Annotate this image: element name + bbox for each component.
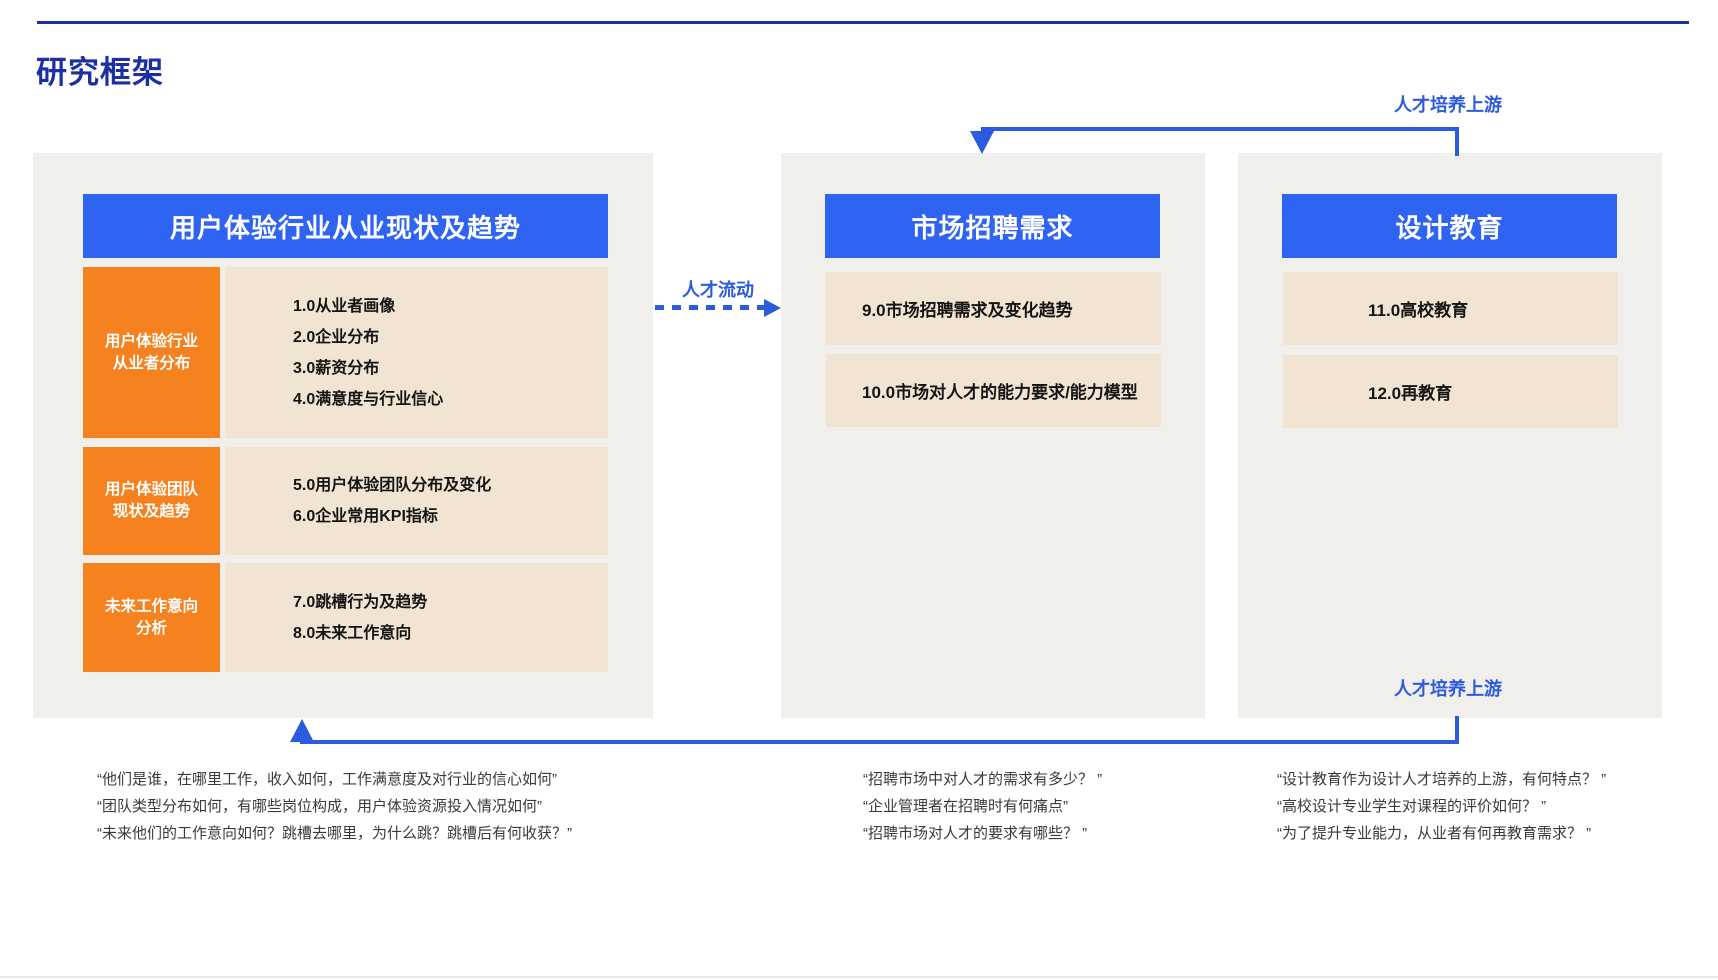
- panel-header-design-education: 设计教育: [1282, 194, 1617, 258]
- quote-line: “招聘市场中对人才的需求有多少？ ”: [863, 771, 1103, 788]
- category-label-line2: 从业者分布: [112, 354, 191, 372]
- list-item: 12.0再教育: [1283, 355, 1618, 428]
- left-row-future-intent: 未来工作意向 分析 7.0跳槽行为及趋势 8.0未来工作意向: [83, 563, 608, 672]
- talent-flow-arrowhead-icon: [764, 299, 781, 317]
- category-label-line2: 现状及趋势: [112, 503, 191, 520]
- list-item: 1.0从业者画像: [293, 297, 396, 315]
- list-item: 11.0高校教育: [1283, 272, 1618, 345]
- bottom-arrowhead-icon: [290, 719, 314, 742]
- page-title: 研究框架: [36, 55, 164, 90]
- list-item: 10.0市场对人才的能力要求/能力模型: [826, 354, 1161, 427]
- row-items: 1.0从业者画像 2.0企业分布 3.0薪资分布 4.0满意度与行业信心: [225, 267, 608, 438]
- quote-line: “招聘市场对人才的要求有哪些？ ”: [863, 825, 1088, 842]
- quote-line: “为了提升专业能力，从业者有何再教育需求？ ”: [1277, 825, 1592, 842]
- middle-panel-quotes: “招聘市场中对人才的需求有多少？ ” “企业管理者在招聘时有何痛点” “招聘市场…: [863, 766, 1102, 847]
- panel-market-recruitment: 市场招聘需求 9.0市场招聘需求及变化趋势 10.0市场对人才的能力要求/能力模…: [781, 153, 1205, 718]
- left-row-team-status: 用户体验团队 现状及趋势 5.0用户体验团队分布及变化 6.0企业常用KPI指标: [83, 447, 608, 555]
- row-items: 7.0跳槽行为及趋势 8.0未来工作意向: [225, 563, 608, 672]
- quote-line: “他们是谁，在哪里工作，收入如何，工作满意度及对行业的信心如何”: [97, 771, 557, 788]
- bottom-arrow-vertical-line: [1455, 716, 1459, 744]
- talent-flow-label: 人才流动: [682, 280, 754, 300]
- quote-line: “高校设计专业学生对课程的评价如何？ ”: [1277, 798, 1547, 815]
- panel-header-ux-industry: 用户体验行业从业现状及趋势: [83, 194, 608, 258]
- row-category-label: 用户体验行业 从业者分布: [83, 267, 220, 438]
- top-divider-line: [37, 21, 1689, 24]
- quote-line: “企业管理者在招聘时有何痛点”: [863, 798, 1068, 815]
- row-items: 5.0用户体验团队分布及变化 6.0企业常用KPI指标: [225, 447, 608, 555]
- right-panel-quotes: “设计教育作为设计人才培养的上游，有何特点？ ” “高校设计专业学生对课程的评价…: [1277, 766, 1606, 847]
- bottom-arrow-horizontal-line: [300, 740, 1459, 744]
- row-category-label: 用户体验团队 现状及趋势: [83, 447, 220, 555]
- category-label-line1: 用户体验行业: [104, 332, 198, 350]
- quote-line: “未来他们的工作意向如何？跳槽去哪里，为什么跳？跳槽后有何收获？”: [97, 825, 572, 842]
- panel-header-market-recruitment: 市场招聘需求: [825, 194, 1160, 258]
- talent-upstream-top-label: 人才培养上游: [1394, 95, 1502, 115]
- category-label-line1: 用户体验团队: [104, 481, 198, 498]
- talent-flow-dashed-line: [655, 305, 765, 310]
- list-item: 6.0企业常用KPI指标: [293, 508, 438, 525]
- list-item: 2.0企业分布: [293, 328, 380, 346]
- talent-upstream-bottom-label: 人才培养上游: [1394, 679, 1502, 699]
- left-panel-quotes: “他们是谁，在哪里工作，收入如何，工作满意度及对行业的信心如何” “团队类型分布…: [97, 766, 572, 847]
- top-arrowhead-icon: [970, 131, 994, 154]
- category-label-line2: 分析: [135, 619, 167, 637]
- bottom-divider-line: [0, 976, 1718, 978]
- list-item: 9.0市场招聘需求及变化趋势: [826, 272, 1161, 345]
- list-item: 7.0跳槽行为及趋势: [293, 593, 428, 611]
- top-arrow-horizontal-line: [981, 127, 1459, 131]
- list-item: 8.0未来工作意向: [293, 624, 412, 642]
- list-item: 5.0用户体验团队分布及变化: [293, 477, 492, 494]
- top-arrow-vertical-line: [1455, 127, 1459, 156]
- list-item: 4.0满意度与行业信心: [293, 390, 444, 408]
- quote-line: “设计教育作为设计人才培养的上游，有何特点？ ”: [1277, 771, 1607, 788]
- quote-line: “团队类型分布如何，有哪些岗位构成，用户体验资源投入情况如何”: [97, 798, 542, 815]
- panel-design-education: 设计教育 11.0高校教育 12.0再教育: [1238, 153, 1662, 718]
- list-item: 3.0薪资分布: [293, 359, 380, 377]
- row-category-label: 未来工作意向 分析: [83, 563, 220, 672]
- left-row-practitioner-distribution: 用户体验行业 从业者分布 1.0从业者画像 2.0企业分布 3.0薪资分布 4.…: [83, 267, 608, 438]
- panel-ux-industry-status: 用户体验行业从业现状及趋势 用户体验行业 从业者分布 1.0从业者画像 2.0企…: [33, 153, 653, 718]
- category-label-line1: 未来工作意向: [104, 597, 198, 615]
